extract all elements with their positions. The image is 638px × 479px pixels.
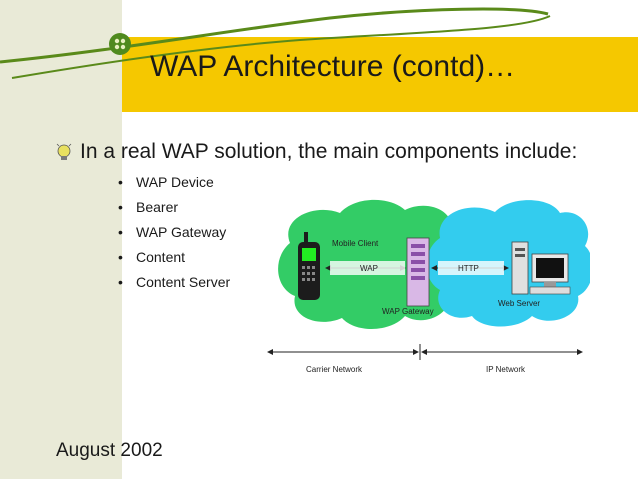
- mobile-phone-icon: [298, 232, 320, 300]
- carrier-network-label: Carrier Network: [306, 365, 363, 374]
- wap-gateway-icon: [406, 237, 430, 307]
- wap-architecture-diagram: WAP Mobile Client WAP Gateway HTTP Web S: [267, 199, 590, 374]
- left-strip: [0, 0, 122, 479]
- wap-gateway-label: WAP Gateway: [382, 307, 434, 316]
- list-item: •Content Server: [118, 274, 231, 290]
- lightbulb-bullet-icon: [56, 143, 72, 160]
- footer-date: August 2002: [56, 440, 163, 461]
- list-item: •Bearer: [118, 199, 179, 215]
- ip-network-label: IP Network: [486, 365, 526, 374]
- slide-title: WAP Architecture (contd)…: [150, 50, 516, 83]
- list-item: •WAP Gateway: [118, 224, 227, 240]
- mobile-client-label: Mobile Client: [332, 239, 379, 248]
- component-list: •WAP Device •Bearer •WAP Gateway •Conten…: [118, 170, 230, 295]
- web-server-icon: [511, 241, 571, 295]
- intro-bullet: In a real WAP solution, the main compone…: [56, 140, 577, 164]
- logo-icon: [109, 33, 131, 55]
- list-item: •Content: [118, 249, 186, 265]
- intro-text: In a real WAP solution, the main compone…: [80, 140, 578, 163]
- http-label: HTTP: [458, 264, 479, 273]
- ip-network-cloud: [426, 200, 590, 327]
- list-item: •WAP Device: [118, 174, 214, 190]
- web-server-label: Web Server: [498, 299, 540, 308]
- wap-label: WAP: [360, 264, 378, 273]
